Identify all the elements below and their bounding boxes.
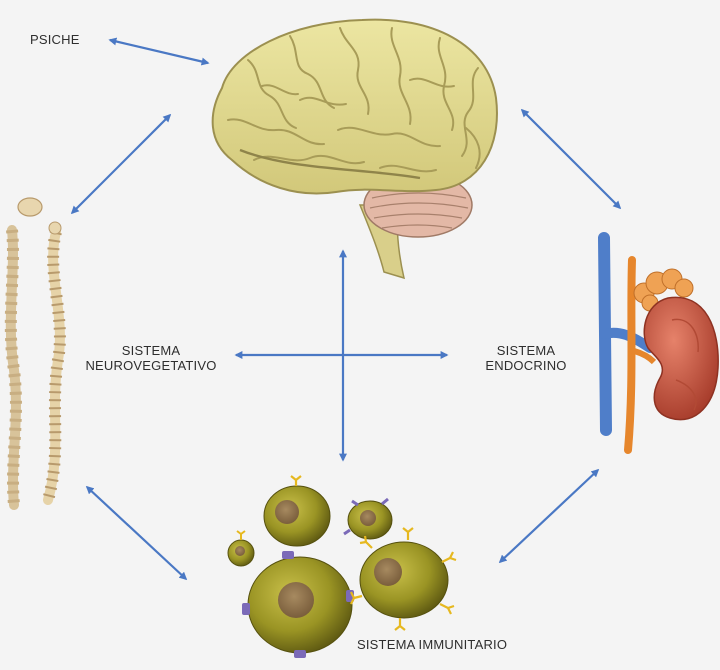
immune-cell [350,527,457,631]
arrow-brain-endocrine [520,108,622,210]
kidney-icon [598,232,719,454]
arrow-brain-neuro [70,113,172,215]
arrow-neuro-immune [85,485,188,581]
label-line: NEUROVEGETATIVO [85,358,217,373]
label-sistema-endocrino: SISTEMA ENDOCRINO [478,343,574,373]
label-sistema-immunitario: SISTEMA IMMUNITARIO [357,637,508,652]
immune-cell [242,551,354,658]
immune-cell [227,530,255,567]
brain-icon [211,18,498,280]
immune-cells-icon [227,475,457,658]
label-line: SISTEMA [496,343,556,358]
arrow-endocrine-immune [498,468,600,564]
immune-cell [343,497,393,540]
label-line: ENDOCRINO [485,358,567,373]
spine-icon [4,197,66,510]
label-psiche: PSICHE [30,32,80,47]
label-line: SISTEMA [121,343,181,358]
label-sistema-neurovegetativo: SISTEMA NEUROVEGETATIVO [72,343,230,373]
arrow-psiche-brain [108,37,210,66]
immune-cell [263,475,331,547]
